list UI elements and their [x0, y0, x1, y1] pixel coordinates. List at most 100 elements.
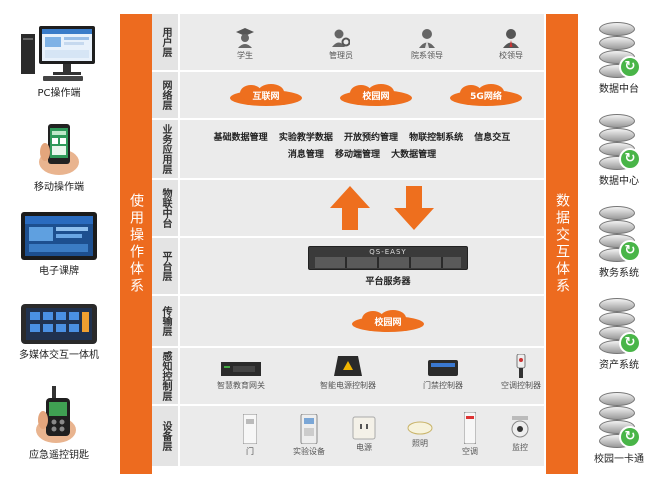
- device-class-board: 电子课牌: [0, 212, 118, 277]
- right-system-bar: 数据交互体系: [546, 14, 578, 474]
- device-remote-key: 应急遥控钥匙: [0, 386, 118, 461]
- iot-layer-body: [180, 180, 544, 236]
- database-icon: ↻: [599, 204, 641, 262]
- device-label: 移动操作端: [34, 182, 84, 193]
- platform-server-label: 平台服务器: [365, 277, 411, 287]
- device-label: 应急遥控钥匙: [29, 450, 89, 461]
- database-academic: ↻ 教务系统: [584, 204, 654, 279]
- device-layer: 设备层 门 实验设备 电源: [152, 406, 544, 466]
- database-asset: ↻ 资产系统: [584, 296, 654, 371]
- database-label: 校园一卡通: [594, 454, 644, 465]
- device-multimedia: 多媒体交互一体机: [0, 304, 118, 361]
- user-layer-body: 学生 管理员 院系领导 校领导: [180, 14, 544, 70]
- device-label: 电子课牌: [39, 266, 79, 277]
- user-student: 学生: [220, 28, 270, 61]
- school-leader-icon: [502, 28, 520, 48]
- left-system-bar: 使用操作体系: [120, 14, 152, 474]
- transport-layer-body: 校园网: [180, 296, 544, 346]
- layer-title: 物联中台: [152, 180, 180, 236]
- device-pc: PC操作端: [0, 24, 118, 99]
- power-controller: 智能电源控制器: [308, 354, 388, 391]
- device-label: PC操作端: [37, 88, 81, 99]
- business-item: 移动端管理: [334, 150, 380, 160]
- download-arrow-icon: [394, 186, 434, 230]
- platform-layer-body: QS-EASY 平台服务器: [180, 238, 544, 294]
- internet-cloud: 互联网: [230, 84, 302, 106]
- campus-network-cloud: 校园网: [340, 84, 412, 106]
- ac-controller: 空调控制器: [486, 353, 556, 391]
- database-label: 资产系统: [599, 360, 639, 371]
- layer-title: 设备层: [152, 406, 180, 466]
- database-label: 数据中心: [599, 176, 639, 187]
- air-conditioner-icon: [463, 411, 477, 445]
- business-item: 信息交互: [474, 133, 511, 143]
- edu-gateway-icon: [221, 358, 261, 378]
- layer-title: 业务应用层: [152, 120, 180, 178]
- layer-title: 网络层: [152, 72, 180, 118]
- class-board-icon: [21, 212, 97, 260]
- layer-title: 传输层: [152, 296, 180, 346]
- transport-layer: 传输层 校园网: [152, 296, 544, 346]
- ceiling-light-icon: [407, 420, 433, 436]
- business-item: 消息管理: [287, 150, 324, 160]
- layer-stack: 用户层 学生 管理员 院系领导: [152, 14, 544, 468]
- iot-middle-layer: 物联中台: [152, 180, 544, 236]
- layer-title: 平台层: [152, 238, 180, 294]
- right-system-bar-label: 数据交互体系: [554, 193, 570, 295]
- door-icon: [242, 413, 258, 445]
- access-controller-icon: [428, 356, 458, 378]
- left-system-bar-label: 使用操作体系: [128, 193, 144, 295]
- database-icon: ↻: [599, 390, 641, 448]
- mobile-phone-icon: [34, 122, 84, 176]
- database-label: 教务系统: [599, 268, 639, 279]
- user-layer: 用户层 学生 管理员 院系领导: [152, 14, 544, 70]
- perception-layer-body: 智慧教育网关 智能电源控制器 门禁控制器 空调控制器: [180, 348, 544, 404]
- database-label: 数据中台: [599, 84, 639, 95]
- camera-icon: [510, 416, 530, 440]
- student-icon: [236, 28, 254, 48]
- device-layer-body: 门 实验设备 电源 照明: [180, 406, 544, 466]
- power-outlet-icon: [352, 416, 376, 440]
- lab-equipment-icon: [299, 413, 319, 445]
- admin-icon: [332, 28, 351, 48]
- device-mobile: 移动操作端: [0, 122, 118, 193]
- business-layer-body: 基础数据管理 实验教学数据 开放预约管理 物联控制系统 信息交互 消息管理 移动…: [180, 120, 544, 178]
- device-lab-equipment: 实验设备: [284, 413, 334, 457]
- upload-arrow-icon: [330, 186, 370, 230]
- device-power-outlet: 电源: [344, 416, 384, 453]
- platform-layer: 平台层 QS-EASY 平台服务器: [152, 238, 544, 294]
- database-icon: ↻: [599, 20, 641, 78]
- business-row-1: 基础数据管理 实验教学数据 开放预约管理 物联控制系统 信息交互: [180, 128, 544, 148]
- campus-network-cloud: 校园网: [352, 310, 424, 332]
- 5g-network-cloud: 5G网络: [450, 84, 522, 106]
- network-layer-body: 互联网 校园网 5G网络: [180, 72, 544, 118]
- layer-title: 感知控制层: [152, 348, 180, 404]
- business-row-2: 消息管理 移动端管理 大数据管理: [180, 148, 544, 162]
- remote-key-icon: [34, 386, 84, 444]
- business-item: 基础数据管理: [213, 133, 268, 143]
- access-controller: 门禁控制器: [408, 356, 478, 391]
- business-item: 物联控制系统: [409, 133, 464, 143]
- edu-gateway: 智慧教育网关: [206, 358, 276, 391]
- device-camera: 监控: [500, 416, 540, 453]
- business-item: 实验教学数据: [278, 133, 333, 143]
- dept-leader-icon: [418, 28, 436, 48]
- platform-server-icon: QS-EASY: [308, 246, 468, 270]
- perception-layer: 感知控制层 智慧教育网关 智能电源控制器 门禁控制器: [152, 348, 544, 404]
- device-ceiling-light: 照明: [400, 420, 440, 449]
- business-item: 开放预约管理: [343, 133, 398, 143]
- device-label: 多媒体交互一体机: [19, 350, 99, 361]
- database-data-middle: ↻ 数据中台: [584, 20, 654, 95]
- database-icon: ↻: [599, 112, 641, 170]
- server-brand: QS-EASY: [369, 248, 407, 256]
- ac-controller-icon: [514, 353, 528, 378]
- user-dept-leader: 院系领导: [402, 28, 452, 61]
- pc-monitor-icon: [21, 24, 97, 82]
- database-data-center: ↻ 数据中心: [584, 112, 654, 187]
- user-school-leader: 校领导: [486, 28, 536, 61]
- layer-title: 用户层: [152, 14, 180, 70]
- device-air-conditioner: 空调: [450, 411, 490, 457]
- power-controller-icon: [334, 354, 362, 378]
- database-campus-card: ↻ 校园一卡通: [584, 390, 654, 465]
- network-layer: 网络层 互联网 校园网 5G网络: [152, 72, 544, 118]
